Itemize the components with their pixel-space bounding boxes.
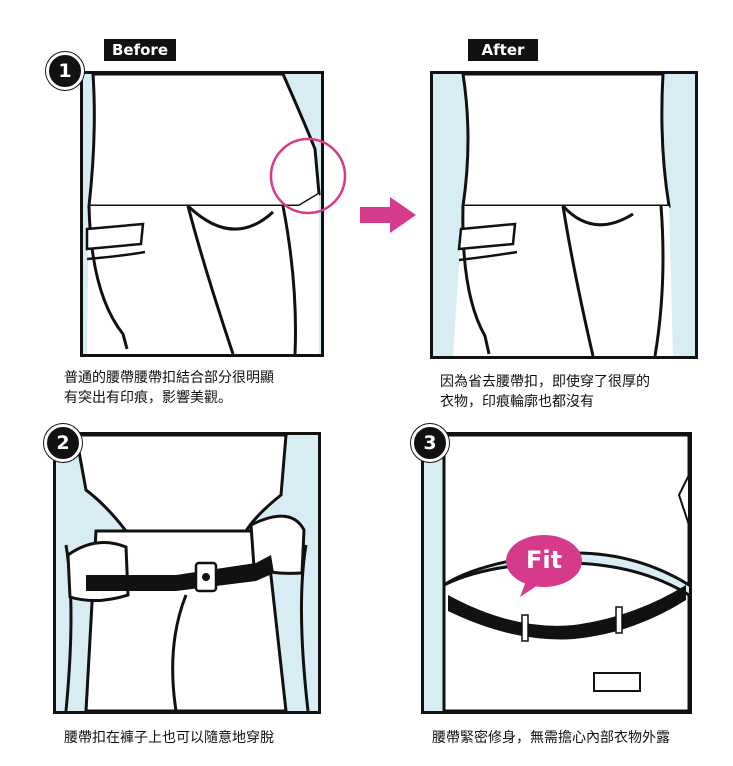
step-3-panel: Fit xyxy=(421,432,692,714)
after-tag: After xyxy=(468,39,538,61)
highlight-circle xyxy=(269,137,347,215)
step-2-panel xyxy=(53,432,321,714)
step-3-badge: 3 xyxy=(411,424,449,462)
after-caption-line-2: 衣物，印痕輪廓也都沒有 xyxy=(440,394,594,410)
after-illustration xyxy=(453,74,673,356)
step-2-illustration xyxy=(64,435,310,711)
pink-arrow-icon xyxy=(360,197,416,233)
step-2-badge: 2 xyxy=(44,424,82,462)
step-3-illustration xyxy=(442,435,689,711)
step-1-badge: 1 xyxy=(46,52,84,90)
before-panel xyxy=(80,71,324,357)
step-3-caption: 腰帶緊密修身，無需擔心內部衣物外露 xyxy=(432,730,670,746)
before-caption-line-1: 普通的腰帶腰帶扣結合部分很明顯 xyxy=(64,370,274,386)
fit-speech-bubble-icon xyxy=(506,535,582,597)
before-tag: Before xyxy=(104,39,176,61)
before-caption-line-2: 有突出有印痕，影響美觀。 xyxy=(64,390,232,406)
after-panel xyxy=(430,71,698,359)
before-illustration xyxy=(85,74,321,354)
fit-label: Fit xyxy=(525,546,563,574)
step-2-caption: 腰帶扣在褲子上也可以隨意地穿脫 xyxy=(64,730,274,746)
after-caption-line-1: 因為省去腰帶扣，即使穿了很厚的 xyxy=(440,374,650,390)
